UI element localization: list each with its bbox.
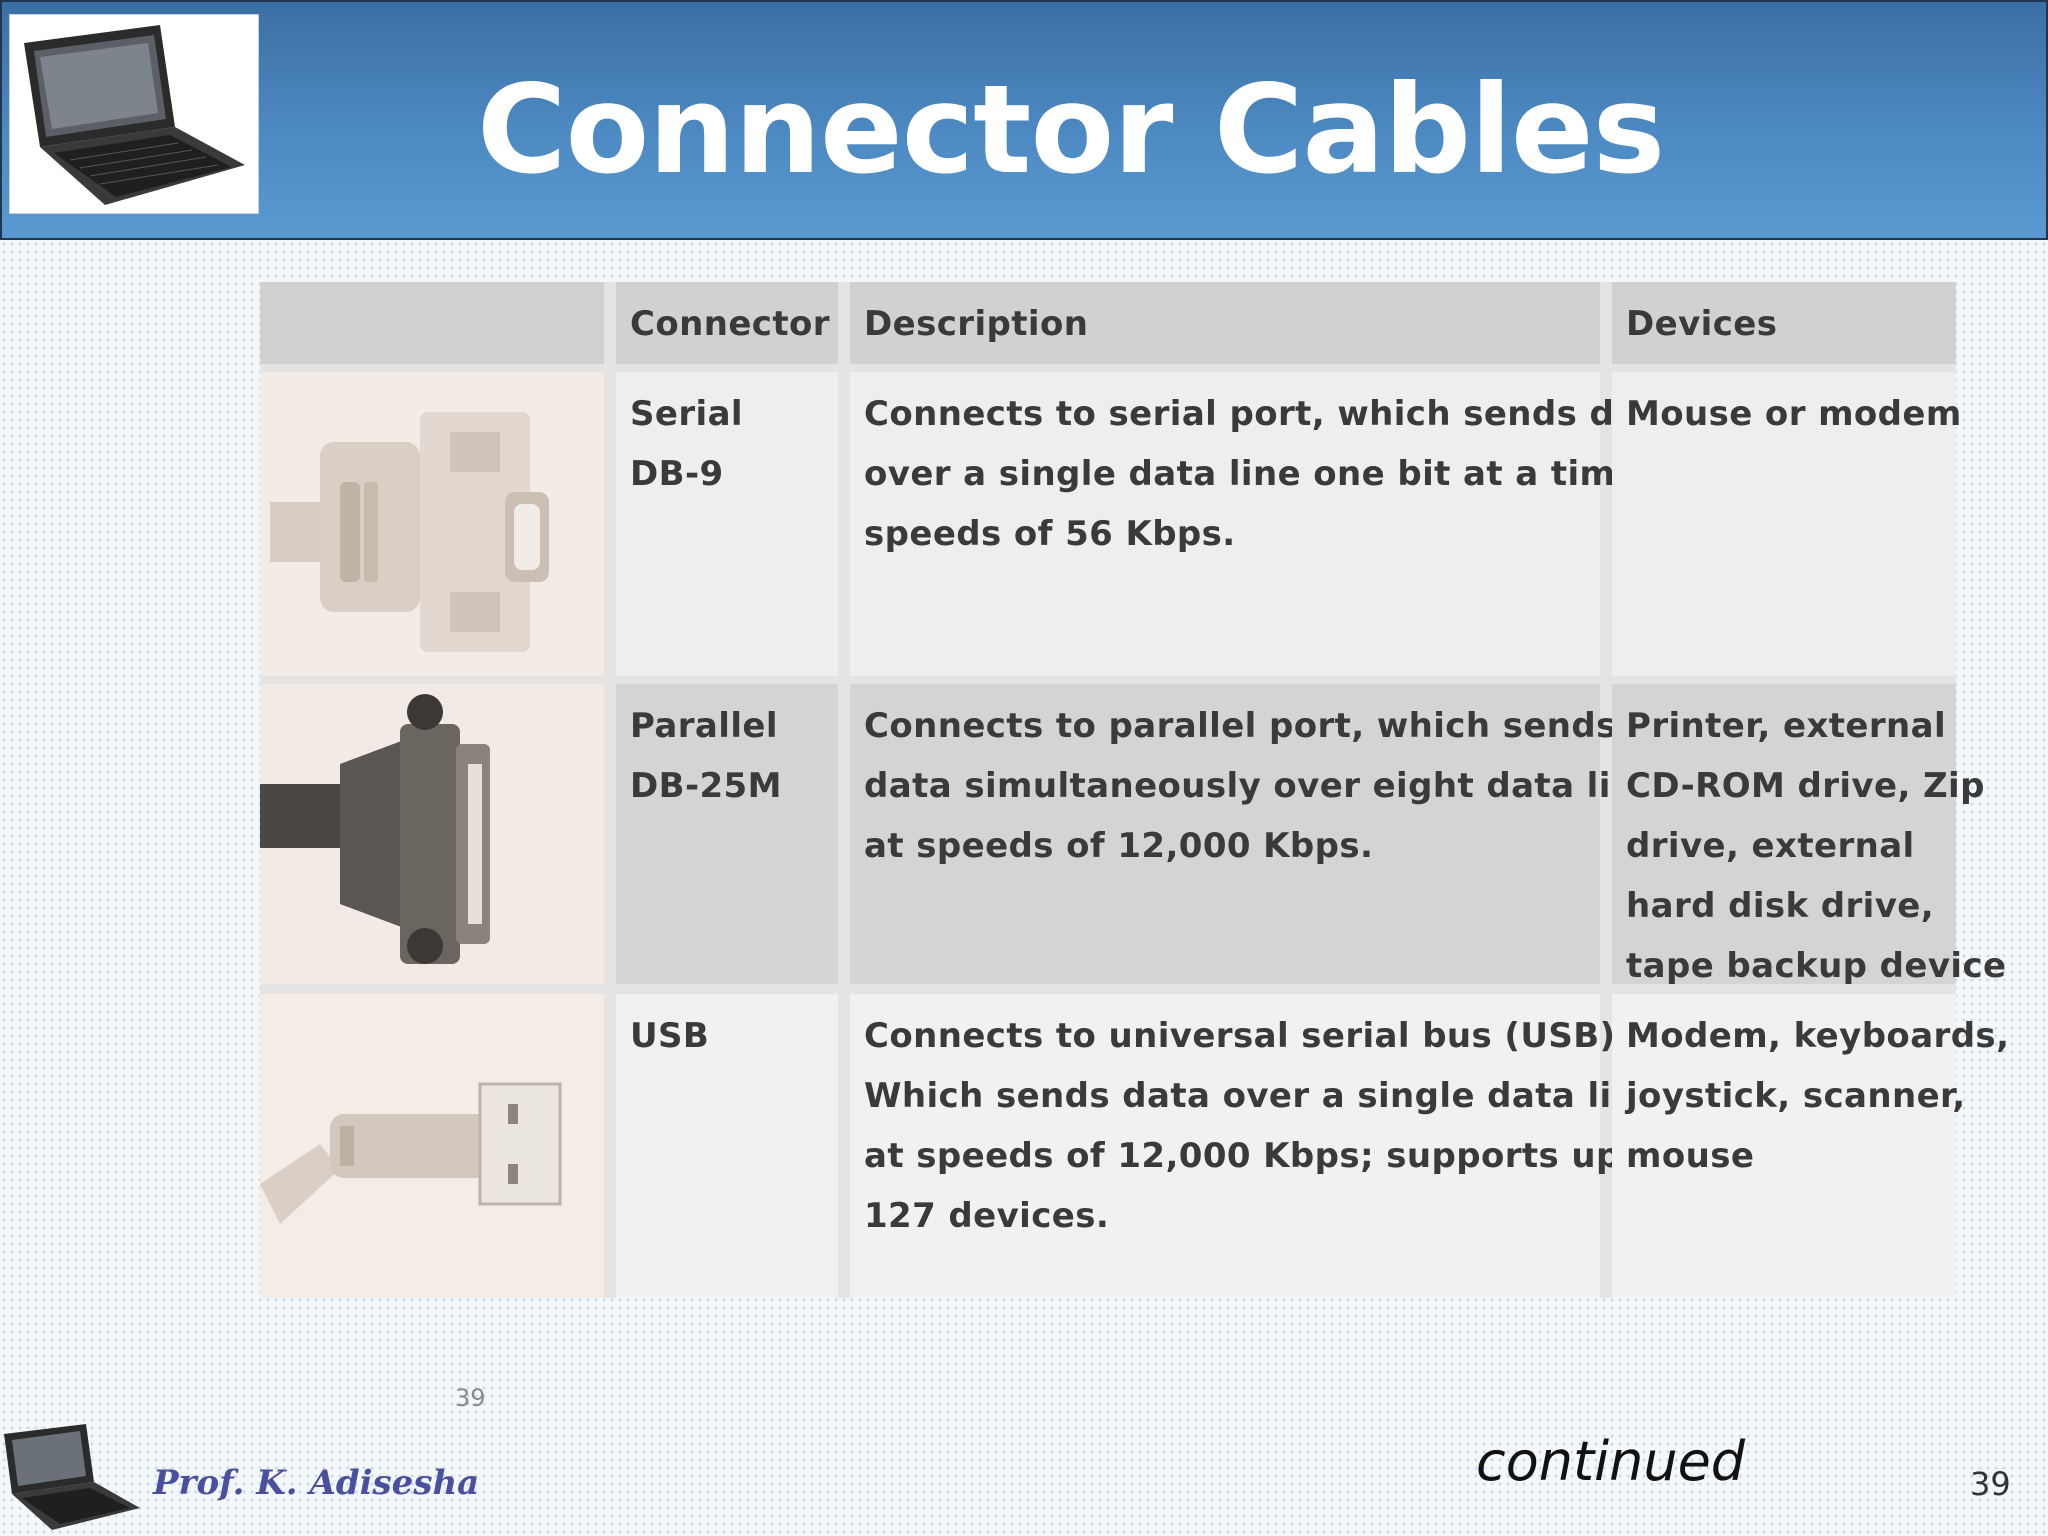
header-connector: Connector — [616, 282, 838, 364]
connector-line: DB-25M — [630, 766, 782, 806]
connector-table: Connector Description Devices Serial DB-… — [260, 282, 2010, 1298]
laptop-icon — [0, 1420, 145, 1535]
description-line: Connects to serial port, which sends dat… — [864, 394, 1678, 434]
description-line: at speeds of 12,000 Kbps. — [864, 826, 1374, 866]
parallel-description: Connects to parallel port, which sends d… — [850, 684, 1680, 984]
usb-devices: Modem, keyboards, joystick, scanner, mou… — [1612, 994, 2010, 1298]
header-blank-cell — [260, 282, 604, 364]
devices-line: Mouse or modem — [1626, 394, 1962, 434]
serial-connector-name: Serial DB-9 — [616, 372, 838, 676]
description-line: Connects to universal serial bus (USB), — [864, 1016, 1629, 1056]
serial-description: Connects to serial port, which sends dat… — [850, 372, 1692, 676]
connector-line: DB-9 — [630, 454, 724, 494]
title-banner: Connector Cables — [0, 0, 2048, 240]
connector-line: USB — [630, 1016, 710, 1056]
parallel-devices: Printer, external CD-ROM drive, Zip driv… — [1612, 684, 2006, 986]
devices-line: Printer, external — [1626, 706, 1947, 746]
slide-number: 39 — [1970, 1465, 2011, 1503]
description-line: Connects to parallel port, which sends — [864, 706, 1617, 746]
devices-line: joystick, scanner, — [1626, 1076, 1966, 1116]
serial-connector-image — [260, 372, 604, 676]
devices-line: tape backup device — [1626, 946, 2007, 986]
description-line: speeds of 56 Kbps. — [864, 514, 1236, 554]
serial-devices: Mouse or modem — [1612, 372, 1962, 676]
devices-line: mouse — [1626, 1136, 1755, 1176]
parallel-connector-name: Parallel DB-25M — [616, 684, 838, 984]
description-line: over a single data line one bit at a tim… — [864, 454, 1692, 494]
usb-description: Connects to universal serial bus (USB), … — [850, 994, 1674, 1298]
parallel-connector-image — [260, 684, 604, 984]
header-description: Description — [850, 282, 1600, 364]
slide-title: Connector Cables — [477, 59, 1665, 201]
devices-line: CD-ROM drive, Zip — [1626, 766, 1985, 806]
description-line: data simultaneously over eight data line… — [864, 766, 1680, 806]
laptop-logo-image — [9, 14, 259, 214]
description-line: 127 devices. — [864, 1196, 1110, 1236]
devices-line: Modem, keyboards, — [1626, 1016, 2010, 1056]
usb-connector-name: USB — [616, 994, 838, 1298]
continued-label: continued — [1476, 1430, 1746, 1493]
description-line: at speeds of 12,000 Kbps; supports up to — [864, 1136, 1674, 1176]
author-name: Prof. K. Adisesha — [153, 1463, 480, 1503]
description-line: Which sends data over a single data line — [864, 1076, 1660, 1116]
devices-line: hard disk drive, — [1626, 886, 1935, 926]
header-devices: Devices — [1612, 282, 1956, 364]
devices-line: drive, external — [1626, 826, 1915, 866]
connector-line: Serial — [630, 394, 743, 434]
connector-line: Parallel — [630, 706, 778, 746]
slide-number-small: 39 — [455, 1384, 486, 1412]
usb-connector-image — [260, 994, 604, 1298]
